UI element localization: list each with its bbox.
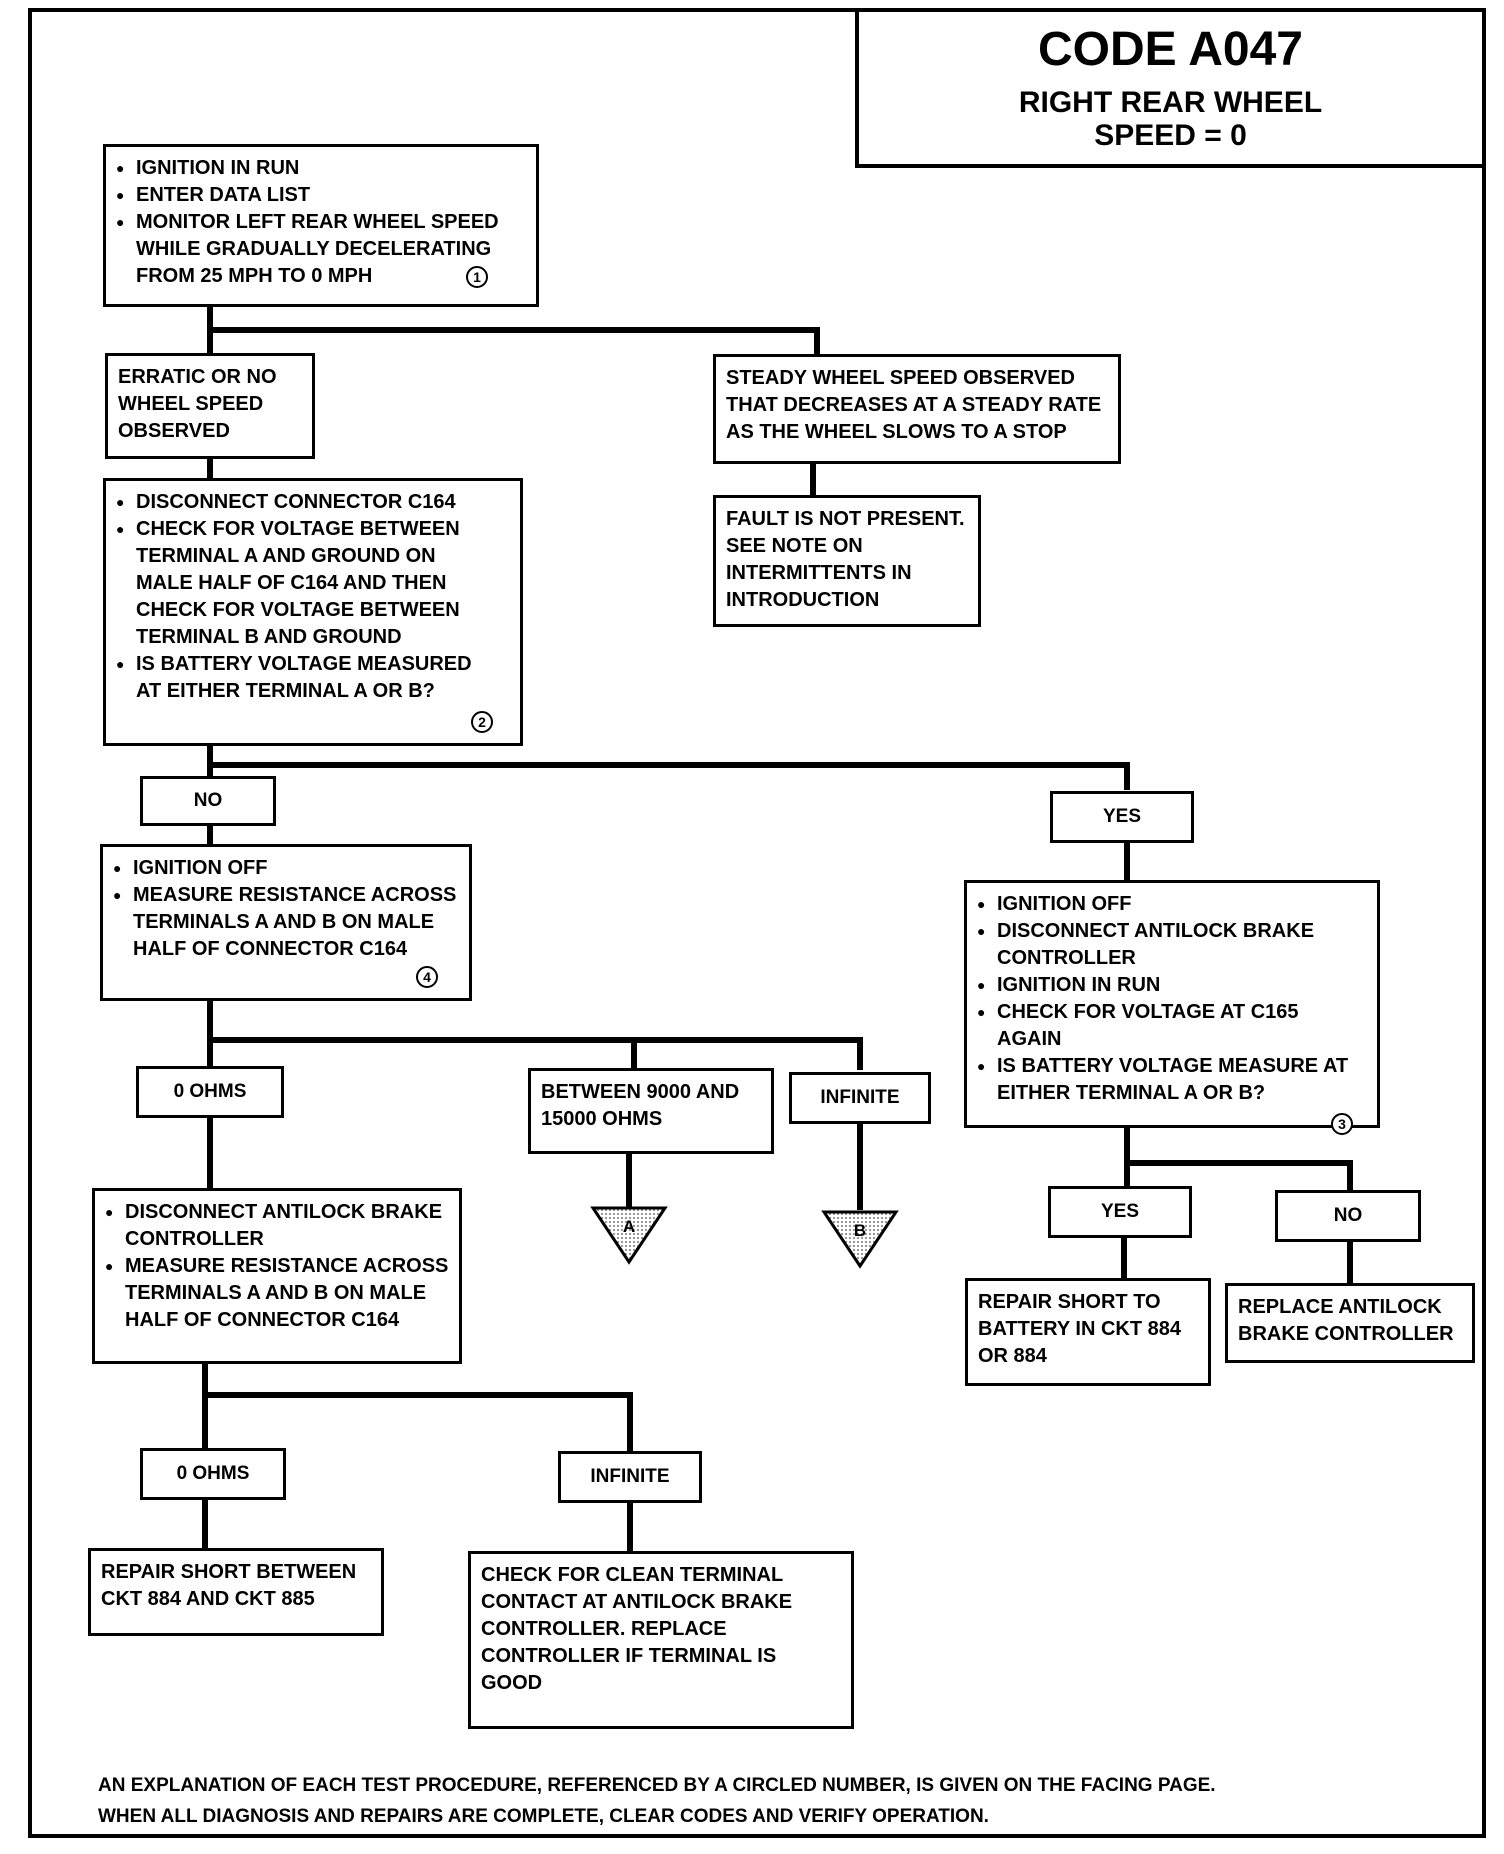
connector-c165-split [1124, 1128, 1353, 1190]
footer-line-1: AN EXPLANATION OF EACH TEST PROCEDURE, R… [98, 1775, 1216, 1796]
branch-label-no-2: NO [1275, 1190, 1421, 1242]
step-text: DISCONNECT CONNECTOR C164 [116, 489, 510, 516]
step-text: DISCONNECT ANTILOCK BRAKE [105, 1199, 449, 1226]
step-text: CHECK FOR VOLTAGE BETWEEN [136, 599, 460, 621]
step-text: TERMINAL B AND GROUND [136, 626, 402, 648]
connector-disconnect-split [202, 1363, 633, 1453]
box-disconnect-controller: DISCONNECT ANTILOCK BRAKE CONTROLLER MEA… [92, 1188, 462, 1364]
step-text: MEASURE RESISTANCE ACROSS [105, 1253, 449, 1280]
box-disconnect-c164: DISCONNECT CONNECTOR C164 CHECK FOR VOLT… [103, 478, 523, 746]
ref-circle-3: 3 [1331, 1113, 1353, 1135]
step-text: THAT DECREASES AT A STEADY RATE [726, 394, 1102, 416]
step-text: ERRATIC OR NO [118, 366, 277, 388]
box-replace-controller: REPLACE ANTILOCK BRAKE CONTROLLER [1225, 1283, 1475, 1363]
step-text: CONTROLLER [997, 947, 1136, 969]
step-text: CHECK FOR CLEAN TERMINAL [481, 1564, 784, 1586]
connector-a-triangle: A [590, 1206, 668, 1265]
step-text: WHEEL SPEED [118, 393, 264, 415]
step-text: CONTACT AT ANTILOCK BRAKE [481, 1591, 793, 1613]
box-erratic: ERRATIC OR NO WHEEL SPEED OBSERVED [105, 353, 315, 459]
step-text: EITHER TERMINAL A OR B? [997, 1082, 1266, 1104]
step-text: MEASURE RESISTANCE ACROSS [113, 882, 459, 909]
step-text: OBSERVED [118, 420, 230, 442]
branch-label-yes-2: YES [1048, 1186, 1192, 1238]
step-text: OR 884 [978, 1345, 1047, 1367]
step-text: IGNITION OFF [977, 891, 1367, 918]
connector-measure-split [207, 1000, 863, 1070]
code-title: CODE A047 [1038, 23, 1303, 76]
step-text: WHILE GRADUALLY DECELERATING [136, 238, 492, 260]
step-text: INTERMITTENTS IN [726, 562, 912, 584]
step-text: FROM 25 MPH TO 0 MPH [136, 265, 373, 287]
step-text: ENTER DATA LIST [116, 182, 526, 209]
ref-circle-2: 2 [471, 711, 493, 733]
box-fault-not-present: FAULT IS NOT PRESENT. SEE NOTE ON INTERM… [713, 495, 981, 627]
connector-start-split [207, 305, 820, 356]
branch-label-zero-ohms-2: 0 OHMS [140, 1448, 286, 1500]
connector-b-label: B [854, 1221, 866, 1240]
ref-circle-1: 1 [466, 266, 488, 288]
box-measure-resistance: IGNITION OFF MEASURE RESISTANCE ACROSS T… [100, 844, 472, 1001]
step-text: 15000 OHMS [541, 1108, 663, 1130]
step-text: INTRODUCTION [726, 589, 880, 611]
step-text: IS BATTERY VOLTAGE MEASURED [116, 651, 510, 678]
footer-line-2: WHEN ALL DIAGNOSIS AND REPAIRS ARE COMPL… [98, 1806, 989, 1827]
connector-b-triangle: B [821, 1210, 899, 1269]
branch-label-yes: YES [1050, 791, 1194, 843]
connector-c164-split [207, 744, 1130, 790]
step-text: AS THE WHEEL SLOWS TO A STOP [726, 421, 1067, 443]
ref-circle-4: 4 [416, 966, 438, 988]
step-text: AGAIN [997, 1028, 1062, 1050]
step-text: IGNITION OFF [113, 855, 459, 882]
step-text: MONITOR LEFT REAR WHEEL SPEED [116, 209, 526, 236]
step-text: REPAIR SHORT BETWEEN [101, 1561, 357, 1583]
step-text: IGNITION IN RUN [116, 155, 526, 182]
box-check-c165: IGNITION OFF DISCONNECT ANTILOCK BRAKE C… [964, 880, 1380, 1128]
step-text: IS BATTERY VOLTAGE MEASURE AT [977, 1053, 1367, 1080]
step-text: SEE NOTE ON [726, 535, 863, 557]
step-text: STEADY WHEEL SPEED OBSERVED [726, 367, 1075, 389]
step-text: IGNITION IN RUN [977, 972, 1367, 999]
branch-label-zero-ohms: 0 OHMS [136, 1066, 284, 1118]
step-text: CHECK FOR VOLTAGE BETWEEN [116, 516, 510, 543]
title-box: CODE A047 RIGHT REAR WHEEL SPEED = 0 [855, 8, 1486, 168]
step-text: BETWEEN 9000 AND [541, 1081, 740, 1103]
box-repair-short-battery: REPAIR SHORT TO BATTERY IN CKT 884 OR 88… [965, 1278, 1211, 1386]
step-text: HALF OF CONNECTOR C164 [133, 938, 408, 960]
step-text: DISCONNECT ANTILOCK BRAKE [977, 918, 1367, 945]
box-check-clean-terminal: CHECK FOR CLEAN TERMINAL CONTACT AT ANTI… [468, 1551, 854, 1729]
step-text: CONTROLLER [125, 1228, 264, 1250]
box-between-ohms: BETWEEN 9000 AND 15000 OHMS [528, 1068, 774, 1154]
title-subtitle-line2: SPEED = 0 [1094, 119, 1247, 152]
step-text: TERMINAL A AND GROUND ON [136, 545, 436, 567]
step-text: HALF OF CONNECTOR C164 [125, 1309, 400, 1331]
step-text: CONTROLLER. REPLACE [481, 1618, 727, 1640]
step-text: CKT 884 AND CKT 885 [101, 1588, 315, 1610]
box-steady: STEADY WHEEL SPEED OBSERVED THAT DECREAS… [713, 354, 1121, 464]
step-text: BATTERY IN CKT 884 [978, 1318, 1181, 1340]
step-text: FAULT IS NOT PRESENT. [726, 508, 965, 530]
step-text: GOOD [481, 1672, 543, 1694]
step-text: TERMINALS A AND B ON MALE [133, 911, 435, 933]
step-text: MALE HALF OF C164 AND THEN [136, 572, 447, 594]
step-text: CHECK FOR VOLTAGE AT C165 [977, 999, 1367, 1026]
connector-a-label: A [623, 1217, 635, 1236]
branch-label-no: NO [140, 776, 276, 826]
step-text: REPLACE ANTILOCK [1238, 1296, 1442, 1318]
box-repair-short-ckt: REPAIR SHORT BETWEEN CKT 884 AND CKT 885 [88, 1548, 384, 1636]
page-frame [28, 8, 1486, 1838]
branch-label-infinite-2: INFINITE [558, 1451, 702, 1503]
step-text: AT EITHER TERMINAL A OR B? [136, 680, 435, 702]
footer-notes: AN EXPLANATION OF EACH TEST PROCEDURE, R… [98, 1770, 1216, 1832]
step-text: CONTROLLER IF TERMINAL IS [481, 1645, 777, 1667]
step-text: BRAKE CONTROLLER [1238, 1323, 1454, 1345]
step-text: TERMINALS A AND B ON MALE [125, 1282, 427, 1304]
title-subtitle-line1: RIGHT REAR WHEEL [1018, 86, 1323, 119]
branch-label-infinite: INFINITE [789, 1072, 931, 1124]
step-text: REPAIR SHORT TO [978, 1291, 1161, 1313]
